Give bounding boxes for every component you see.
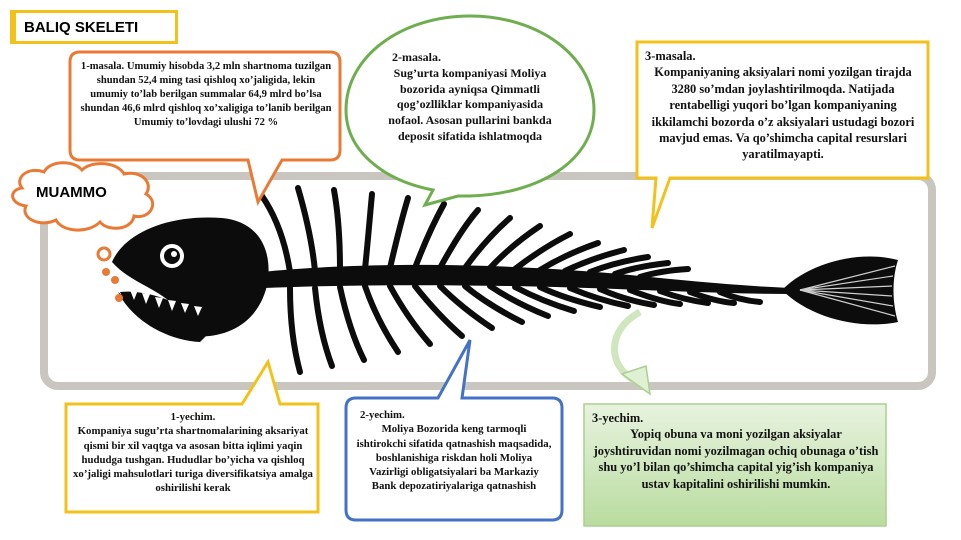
page-title: BALIQ SKELETI: [10, 10, 178, 44]
problem-1-callout: 1-masala. Umumiy hisobda 3,2 mln shartno…: [80, 60, 332, 130]
problem-3-callout-shape: [635, 40, 930, 229]
muammo-cloud-shape: [11, 161, 155, 232]
problem-3-text: Kompaniyaning aksiyalari nomi yozilgan t…: [651, 65, 915, 162]
problem-2-callout: 2-masala. Sug’urta kompaniyasi Moliya bo…: [380, 50, 560, 145]
solution-2-callout: 2-yechim. Moliya Bozorida keng tarmoqli …: [356, 408, 552, 494]
problem-2-callout-shape: [344, 14, 596, 208]
solution-2-label: 2-yechim.: [360, 409, 405, 421]
solution-3-callout: 3-yechim. Yopiq obuna va moni yozilgan a…: [592, 410, 880, 492]
problem-1-callout-shape: [68, 50, 342, 207]
solution-1-label: 1-yechim.: [170, 411, 216, 423]
solution-1-callout-shape: [64, 358, 320, 514]
problem-3-label: 3-masala.: [645, 49, 696, 63]
muammo-text: MUAMMO: [36, 184, 107, 201]
solution-2-callout-shape: [344, 339, 564, 522]
problem-2-text: Sug’urta kompaniyasi Moliya bozorida ayn…: [388, 65, 552, 144]
problem-1-label: 1-masala.: [80, 61, 125, 72]
solution-3-text: Yopiq obuna va moni yozilgan aksiyalar j…: [593, 427, 879, 491]
problem-1-text: Umumiy hisobda 3,2 mln shartnoma tuzilga…: [80, 61, 332, 128]
solution-3-label: 3-yechim.: [592, 411, 644, 425]
solution-1-callout: 1-yechim. Kompaniya sugu’rta shartnomala…: [72, 410, 314, 496]
solution-2-text: Moliya Bozorida keng tarmoqli ishtirokch…: [356, 423, 552, 493]
problem-2-label: 2-masala.: [392, 50, 441, 64]
problem-3-callout: 3-masala. Kompaniyaning aksiyalari nomi …: [645, 48, 921, 163]
solution-1-text: Kompaniya sugu’rta shartnomalarining aks…: [73, 425, 313, 495]
solution-3-box: [583, 403, 887, 527]
muammo-label: MUAMMO: [36, 184, 136, 201]
